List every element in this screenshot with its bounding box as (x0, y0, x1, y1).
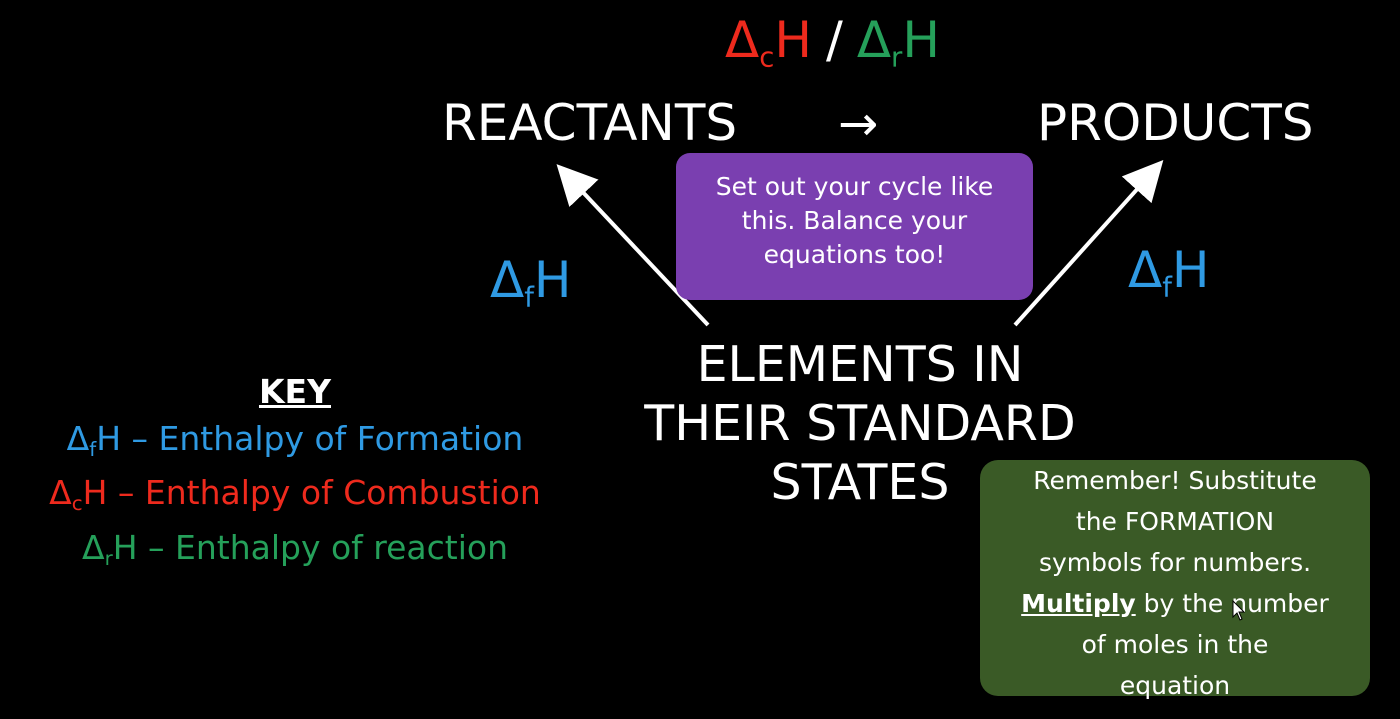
key-formation: ΔfH – Enthalpy of Formation (66, 418, 524, 461)
key-title: KEY (258, 372, 331, 411)
elements-line-1: ELEMENTS IN (696, 336, 1024, 393)
reactants-label: REACTANTS (442, 94, 738, 152)
green-line-2: the FORMATION (1075, 507, 1275, 536)
reaction-arrow: → (838, 96, 879, 152)
green-line-4: Multiply by the number (1021, 589, 1329, 618)
substitution-reminder-callout: Remember! Substitute the FORMATION symbo… (980, 460, 1370, 700)
reaction-enthalpy-heading: ΔcH/ΔrH (725, 15, 940, 71)
key-reaction: ΔrH – Enthalpy of reaction (81, 528, 509, 571)
purple-line-2: this. Balance your (741, 206, 968, 235)
green-line-6: equation (1119, 671, 1231, 700)
elements-line-3: STATES (770, 453, 950, 511)
arrow-elements-to-products (1013, 160, 1164, 327)
green-line-3: symbols for numbers. (1038, 548, 1312, 577)
multiply-emphasis: Multiply (1021, 589, 1136, 618)
formation-symbol-right: ΔfH (1128, 241, 1210, 304)
key-legend: KEY ΔfH – Enthalpy of Formation ΔcH – En… (0, 372, 590, 576)
cycle-tip-callout: Set out your cycle like this. Balance yo… (676, 153, 1033, 300)
arrow-elements-to-reactants (556, 164, 710, 327)
mouse-pointer-icon (1232, 599, 1246, 626)
reaction-symbol: ΔrH (856, 11, 940, 74)
slash-separator: / (825, 11, 843, 69)
purple-line-3: equations too! (763, 240, 946, 269)
green-line-5: of moles in the (1081, 630, 1269, 659)
green-line-1: Remember! Substitute (1033, 466, 1317, 495)
elements-standard-states-label: ELEMENTS IN THEIR STANDARD STATES (640, 336, 1080, 512)
purple-line-1: Set out your cycle like (715, 172, 994, 201)
key-combustion: ΔcH – Enthalpy of Combustion (49, 473, 541, 516)
elements-line-2: THEIR STANDARD (644, 394, 1076, 452)
formation-symbol-left: ΔfH (490, 251, 572, 314)
products-label: PRODUCTS (1037, 94, 1314, 152)
combustion-symbol: ΔcH (725, 11, 812, 74)
